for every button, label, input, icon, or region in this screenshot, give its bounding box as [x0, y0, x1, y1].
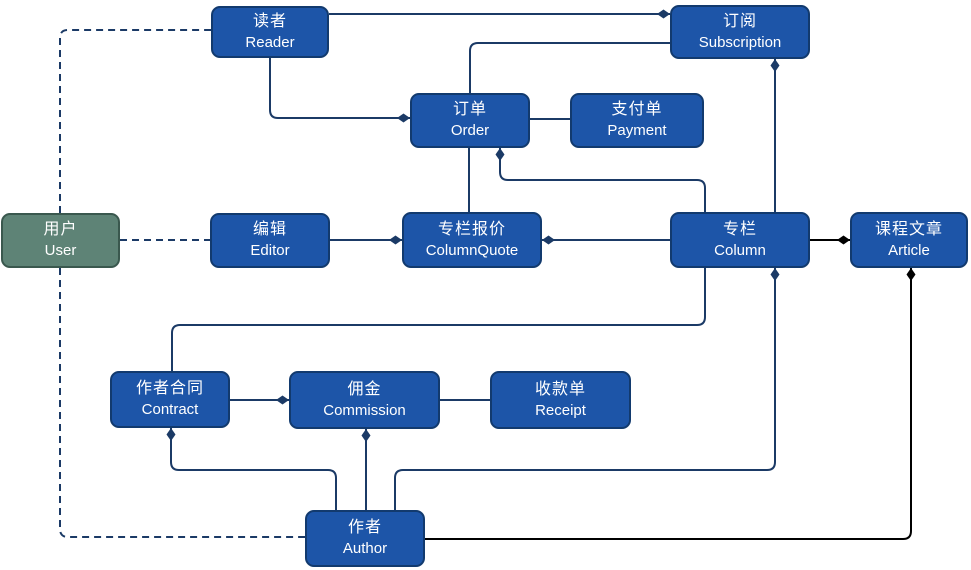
- node-article[interactable]: 课程文章 Article: [850, 212, 968, 268]
- node-article-label-en: Article: [888, 241, 930, 259]
- edge-reader-subscription: [329, 9, 670, 19]
- edge-author-article: [425, 268, 916, 540]
- node-order-label-zh: 订单: [452, 101, 487, 119]
- diamond-author-contract: [166, 428, 176, 441]
- node-editor[interactable]: 编辑 Editor: [210, 213, 330, 268]
- node-subscription[interactable]: 订阅 Subscription: [670, 5, 810, 59]
- diamond-reader-order: [397, 113, 410, 123]
- node-editor-label-en: Editor: [250, 242, 290, 260]
- node-column-label-en: Column: [714, 241, 766, 259]
- node-column-label-zh: 专栏: [722, 220, 757, 238]
- node-reader-label-zh: 读者: [252, 12, 287, 30]
- node-receipt-label-zh: 收款单: [534, 380, 586, 398]
- edge-column-columnquote: [542, 235, 670, 245]
- node-commission-label-zh: 佣金: [347, 380, 382, 398]
- node-user-label-zh: 用户: [43, 221, 78, 239]
- node-payment-label-en: Payment: [607, 122, 667, 140]
- edge-author-column: [394, 268, 780, 510]
- node-article-label-zh: 课程文章: [874, 220, 943, 238]
- node-payment-label-zh: 支付单: [611, 101, 663, 119]
- edge-user-author: [59, 268, 305, 538]
- edge-reader-order: [269, 58, 410, 123]
- node-user-label-en: User: [44, 242, 77, 260]
- edge-column-article: [810, 235, 850, 245]
- node-user[interactable]: 用户 User: [1, 213, 120, 268]
- node-payment[interactable]: 支付单 Payment: [570, 93, 704, 148]
- node-author-label-zh: 作者: [347, 519, 382, 537]
- diamond-reader-subscription: [657, 9, 670, 19]
- diamond-column-article: [837, 235, 850, 245]
- diamond-author-article: [906, 268, 916, 281]
- node-receipt-label-en: Receipt: [535, 401, 586, 419]
- node-column[interactable]: 专栏 Column: [670, 212, 810, 268]
- edge-editor-columnquote: [330, 235, 402, 245]
- node-columnquote-label-en: ColumnQuote: [425, 241, 519, 259]
- edge-column-contract: [171, 268, 706, 371]
- edge-contract-commission: [230, 395, 289, 405]
- node-order[interactable]: 订单 Order: [410, 93, 530, 148]
- node-commission-label-en: Commission: [323, 401, 406, 419]
- node-columnquote[interactable]: 专栏报价 ColumnQuote: [402, 212, 542, 268]
- node-author-label-en: Author: [342, 540, 388, 558]
- node-columnquote-label-zh: 专栏报价: [437, 220, 506, 238]
- edge-column-order: [495, 148, 706, 212]
- diamond-author-column: [770, 268, 780, 281]
- node-contract-label-en: Contract: [141, 401, 199, 419]
- node-reader[interactable]: 读者 Reader: [211, 6, 329, 58]
- edge-order-subscription: [469, 42, 670, 93]
- node-receipt[interactable]: 收款单 Receipt: [490, 371, 631, 429]
- edge-column-subscription: [770, 59, 780, 212]
- edge-author-commission: [361, 429, 371, 510]
- node-editor-label-zh: 编辑: [252, 221, 287, 239]
- edge-author-contract: [166, 428, 337, 510]
- diamond-column-order: [495, 148, 505, 161]
- node-contract[interactable]: 作者合同 Contract: [110, 371, 230, 428]
- edge-user-reader: [59, 29, 211, 213]
- diamond-column-subscription: [770, 59, 780, 72]
- diamond-contract-commission: [276, 395, 289, 405]
- node-subscription-label-zh: 订阅: [722, 12, 757, 30]
- node-subscription-label-en: Subscription: [698, 33, 782, 51]
- node-author[interactable]: 作者 Author: [305, 510, 425, 567]
- node-order-label-en: Order: [450, 122, 490, 140]
- node-contract-label-zh: 作者合同: [135, 380, 204, 398]
- diamond-author-commission: [361, 429, 371, 442]
- node-commission[interactable]: 佣金 Commission: [289, 371, 440, 429]
- node-reader-label-en: Reader: [245, 33, 295, 51]
- diamond-column-columnquote: [542, 235, 555, 245]
- diamond-editor-columnquote: [389, 235, 402, 245]
